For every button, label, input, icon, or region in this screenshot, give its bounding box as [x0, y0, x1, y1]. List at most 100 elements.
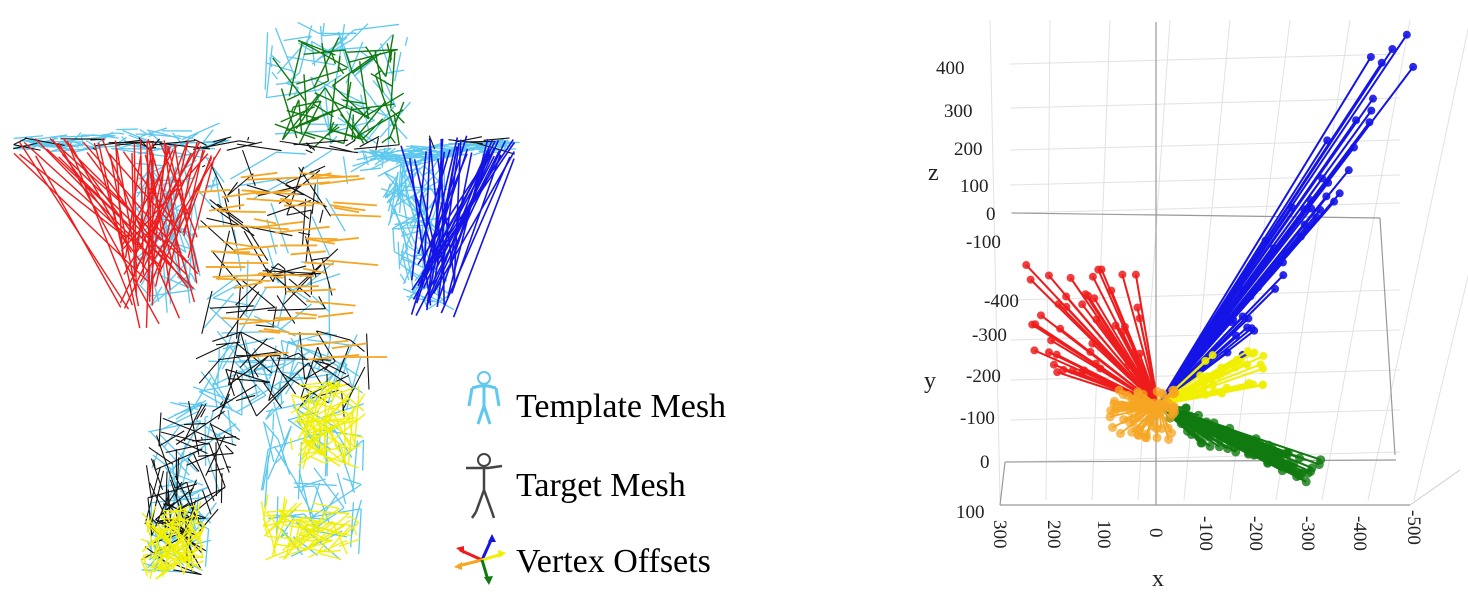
leg-offset-edge — [346, 412, 356, 447]
left-arm-offset — [97, 142, 141, 329]
left-arm-offset — [148, 149, 206, 288]
target-edge — [225, 368, 270, 383]
torso-offset — [208, 203, 245, 212]
target-edge — [213, 136, 232, 143]
template-edge — [266, 89, 319, 99]
target-edge — [201, 164, 206, 168]
leg-offset-edge — [324, 413, 366, 448]
leg-endpoint — [1258, 380, 1267, 389]
head-offset-edge — [303, 49, 346, 55]
grid-line — [1275, 19, 1351, 501]
head-offset-edge — [280, 88, 298, 139]
target-edge — [217, 230, 231, 280]
template-edge — [270, 53, 281, 64]
template-edge — [167, 401, 202, 420]
leg-offset-edge — [184, 510, 189, 517]
template-edge — [268, 345, 277, 380]
template-mesh-icon — [467, 371, 501, 425]
template-edge — [275, 81, 301, 85]
template-edge — [380, 43, 393, 75]
target-edge — [210, 423, 240, 441]
target-edge — [285, 165, 326, 184]
head-offset-edge — [358, 61, 370, 120]
target-edge — [228, 354, 270, 386]
left-arm-offset — [18, 141, 130, 310]
right-arm-endpoint — [1366, 52, 1375, 61]
template-edge — [50, 144, 70, 152]
template-edge — [303, 478, 326, 487]
left-arm-endpoint — [1031, 320, 1040, 329]
target-edge — [316, 330, 351, 341]
head-offset-edge — [297, 39, 349, 69]
template-edge — [313, 507, 345, 531]
target-edge — [236, 143, 282, 152]
template-edge — [404, 37, 409, 46]
target-edge — [276, 357, 332, 361]
template-edge — [141, 178, 158, 191]
target-edge — [186, 451, 218, 466]
leg-offset-edge — [140, 558, 149, 577]
left-arm-offset — [154, 140, 189, 287]
torso-offset — [333, 201, 377, 207]
torso-offset — [331, 342, 368, 350]
torso-endpoint — [1167, 428, 1177, 438]
target-edge — [256, 384, 289, 417]
template-edge — [354, 23, 400, 31]
leg-offset-edge — [272, 518, 286, 554]
target-edge — [13, 142, 38, 150]
template-edge — [284, 380, 295, 395]
left-arm-vector — [1048, 274, 1159, 406]
target-edge — [286, 209, 312, 216]
leg-offset-edge — [297, 409, 314, 440]
right-arm-endpoint — [1279, 271, 1288, 280]
template-edge — [150, 431, 190, 476]
torso-endpoint — [1164, 398, 1174, 408]
left-arm-endpoint — [1044, 348, 1053, 357]
left-arm-endpoint — [1133, 303, 1142, 312]
target-edge — [301, 198, 307, 247]
leg-offset-edge — [350, 516, 360, 524]
template-edge — [208, 360, 262, 364]
target-edge — [209, 199, 244, 227]
grid-line — [1009, 289, 1401, 301]
z-tick-300: 300 — [944, 101, 973, 122]
template-edge — [374, 147, 396, 166]
target-edge — [350, 339, 365, 352]
head-offset-edge — [272, 57, 307, 103]
left-arm-endpoint — [1026, 275, 1035, 284]
template-edge — [151, 496, 211, 504]
left-arm-offset — [61, 154, 188, 276]
left-arm-endpoint — [1062, 302, 1071, 311]
target-edge — [178, 487, 226, 511]
target-edge — [298, 231, 311, 236]
template-edge — [202, 129, 214, 143]
target-edge — [305, 210, 312, 263]
template-edge — [293, 482, 337, 487]
target-edge — [212, 251, 244, 289]
left-arm-vector — [1097, 269, 1159, 406]
target-edge — [201, 290, 213, 334]
grid-line — [1009, 451, 1401, 463]
target-edge — [227, 332, 241, 386]
head-endpoint — [1295, 453, 1305, 463]
left-arm-offset — [160, 144, 198, 238]
template-edge — [283, 35, 312, 42]
head-endpoint — [1205, 441, 1215, 451]
target-edge — [253, 369, 259, 378]
torso-offset — [264, 285, 319, 289]
leg-offset-edge — [301, 417, 352, 446]
left-arm-endpoint — [1088, 339, 1097, 348]
template-edge — [219, 409, 241, 432]
target-edge — [263, 382, 283, 409]
leg-offset-edge — [159, 504, 197, 518]
target-edge — [345, 139, 356, 147]
torso-offset — [218, 210, 266, 214]
torso-offset — [298, 181, 331, 186]
template-edge — [219, 340, 235, 360]
right-arm-endpoint — [1250, 326, 1259, 335]
right-arm-vector — [1157, 62, 1383, 406]
head-offset-edge — [296, 67, 348, 85]
head-offset-edge — [345, 81, 352, 110]
target-edge — [225, 307, 275, 314]
template-edge — [264, 32, 269, 90]
